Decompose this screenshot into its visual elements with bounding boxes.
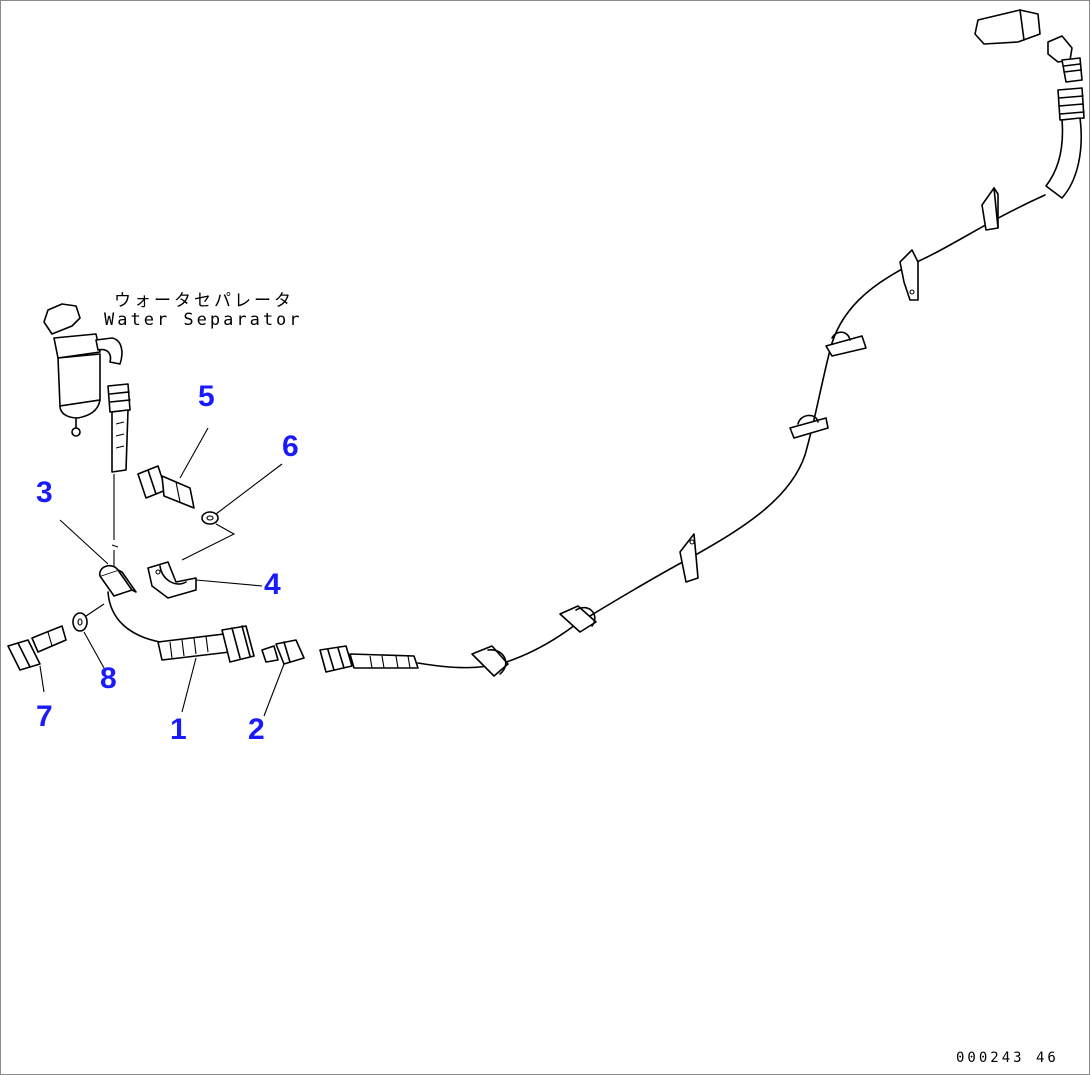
part-label-5: 5: [198, 380, 215, 413]
part-4-clamp: [147, 561, 197, 599]
washer-link-line: [181, 523, 236, 561]
hose-link-line: [107, 591, 161, 643]
upper-fitting: [974, 9, 1085, 199]
part-label-8: 8: [100, 662, 117, 695]
part-2-connector: [261, 639, 305, 665]
clamp-g: [471, 645, 509, 677]
part-6-washer: [201, 511, 219, 525]
clamp-b: [899, 249, 919, 301]
part-label-1: 1: [170, 713, 187, 746]
leader-lines: [39, 427, 285, 717]
part-8-washer: [72, 612, 88, 632]
part-label-6: 6: [282, 430, 299, 463]
clamp-f: [559, 605, 597, 633]
caption-japanese: ウォータセパレータ: [114, 291, 294, 311]
part-label-4: 4: [264, 568, 281, 601]
caption-english: Water Separator: [104, 310, 303, 330]
separator-hose-fitting: [107, 383, 131, 568]
washer-8-link-line: [85, 603, 105, 617]
clamp-c: [825, 331, 867, 357]
part-1-hose: [157, 625, 255, 663]
part-7-bolt: [7, 625, 67, 671]
part-label-3: 3: [36, 476, 53, 509]
clamp-e: [679, 533, 699, 583]
clamp-d: [789, 414, 829, 439]
clamp-a: [981, 187, 999, 231]
part-label-7: 7: [36, 700, 53, 733]
water-separator: [43, 303, 123, 437]
hose-route-line: [417, 194, 1046, 669]
part-label-2: 2: [248, 713, 265, 746]
hose-end-fitting: [319, 645, 419, 673]
document-id: 000243 46: [956, 1050, 1059, 1066]
part-5-bolt: [137, 465, 195, 509]
part-3-clamp: [99, 564, 137, 597]
